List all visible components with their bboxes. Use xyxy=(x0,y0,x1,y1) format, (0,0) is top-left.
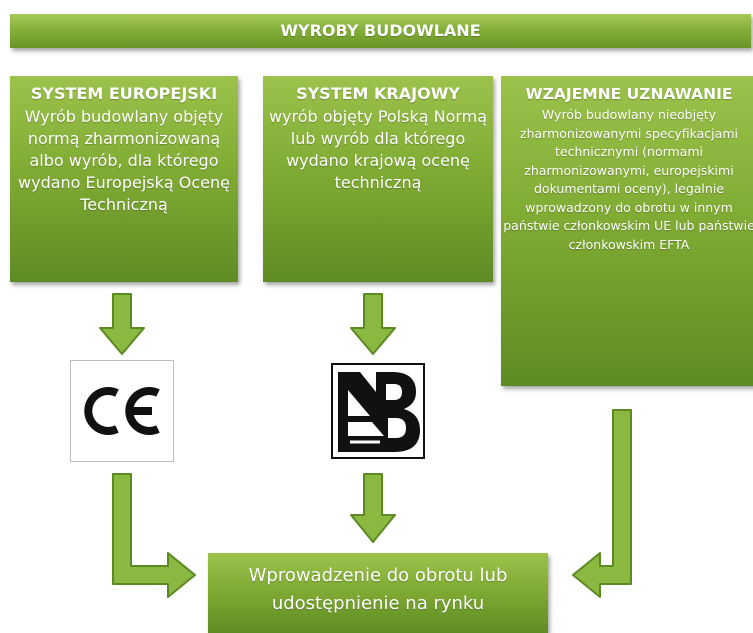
down-arrow-b-to-result xyxy=(350,473,396,543)
bent-arrow-ce-to-result xyxy=(112,473,196,598)
national-system-title: SYSTEM KRAJOWY xyxy=(296,84,460,103)
diagram-title-banner: WYROBY BUDOWLANE xyxy=(10,14,751,48)
european-system-box: SYSTEM EUROPEJSKI Wyrób budowlany objęty… xyxy=(10,76,238,282)
polish-b-mark-icon xyxy=(330,362,426,460)
down-arrow-pl-to-b xyxy=(350,293,396,355)
european-system-title: SYSTEM EUROPEJSKI xyxy=(30,84,218,103)
national-system-description: wyrób objęty Polską Normą lub wyrób dla … xyxy=(268,107,488,192)
ce-mark-icon xyxy=(70,360,174,462)
bent-arrow-mr-to-result xyxy=(572,409,632,598)
mutual-recognition-description: Wyrób budowlany nieobjęty zharmonizowany… xyxy=(503,107,753,252)
national-system-box: SYSTEM KRAJOWY wyrób objęty Polską Normą… xyxy=(263,76,493,282)
market-placement-box: Wprowadzenie do obrotu lub udostępnienie… xyxy=(208,553,548,633)
mutual-recognition-title: WZAJEMNE UZNAWANIE xyxy=(525,85,733,103)
mutual-recognition-box: WZAJEMNE UZNAWANIE Wyrób budowlany nieob… xyxy=(501,76,753,386)
down-arrow-eu-to-ce xyxy=(99,293,145,355)
european-system-description: Wyrób budowlany objęty normą zharmonizow… xyxy=(18,107,230,214)
